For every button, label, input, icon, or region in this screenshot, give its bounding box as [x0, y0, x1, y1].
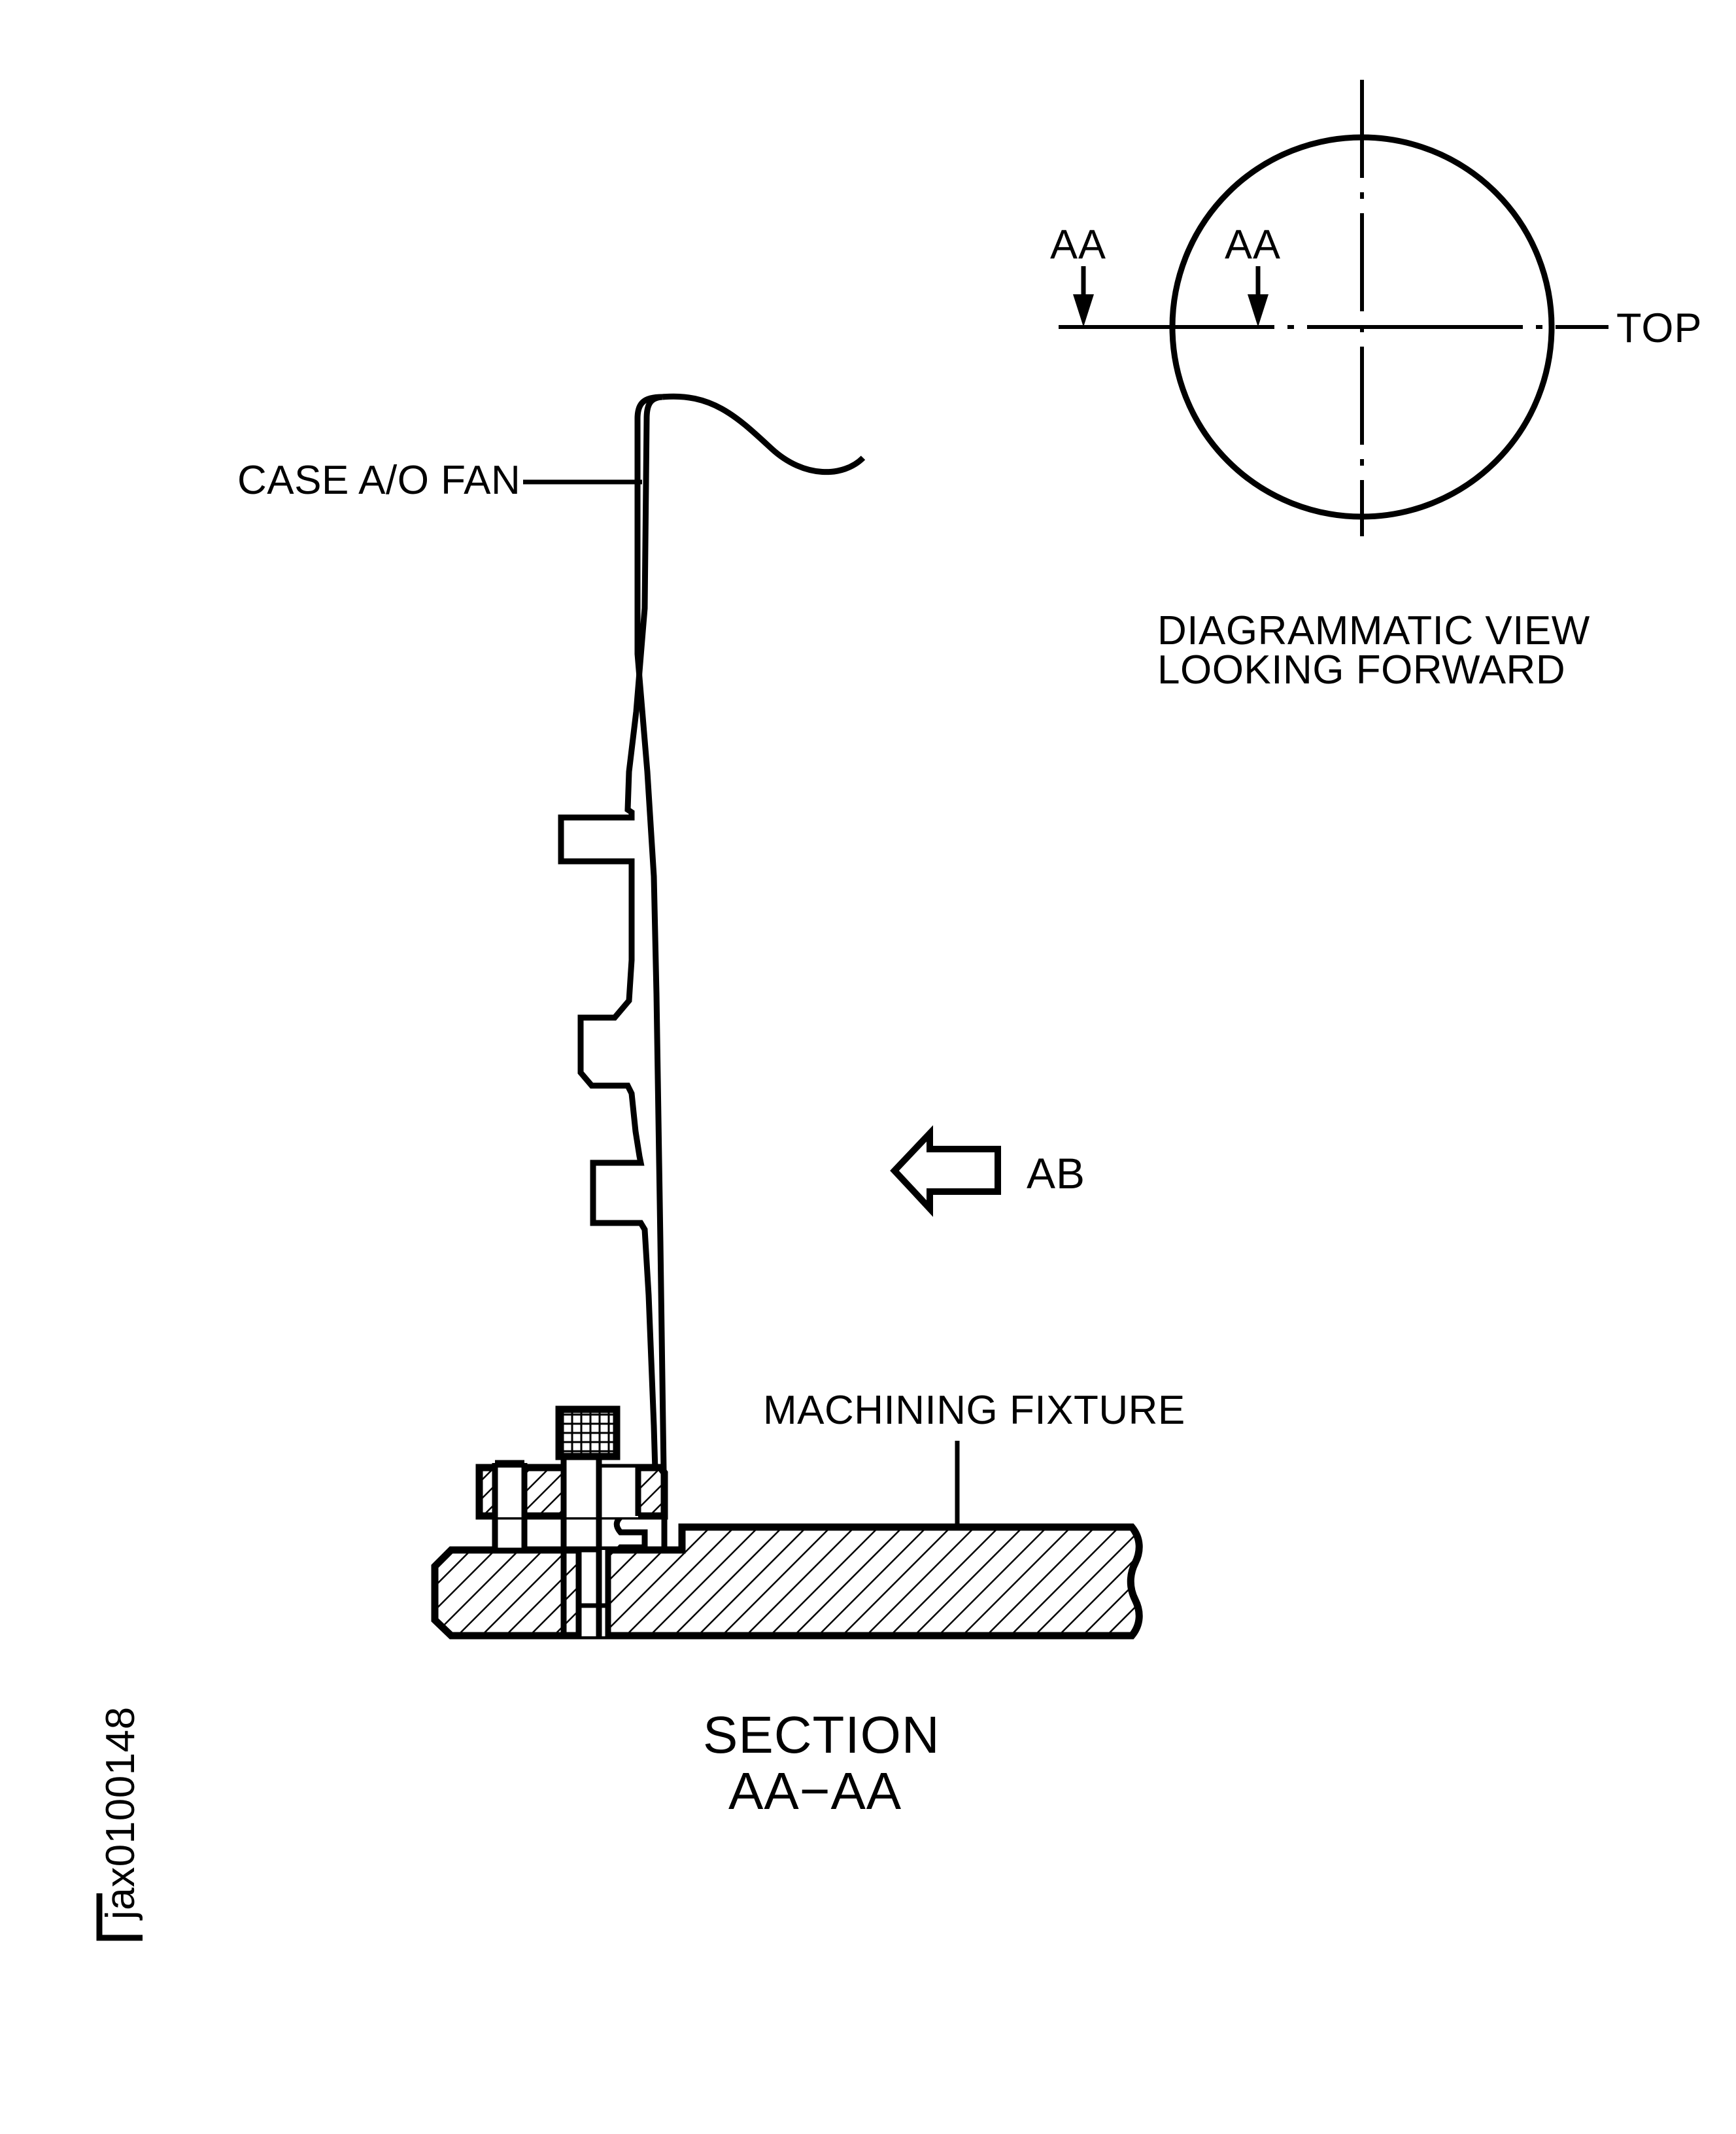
section-view-group: CASE A/O FAN AB MACHINING FIXTURE: [237, 393, 1185, 1820]
clamp-nut: [555, 1405, 621, 1460]
case-break-line: [662, 393, 866, 475]
figure-id-group: jax0100148: [96, 1706, 143, 1941]
diagrammatic-view-caption-line1: DIAGRAMMATIC VIEW: [1157, 608, 1590, 653]
figure-id-text: jax0100148: [98, 1706, 143, 1921]
section-mark-aa-outer-arrow: [1073, 266, 1094, 327]
section-title-line1: SECTION: [703, 1706, 940, 1764]
section-title-line2: AA−AA: [728, 1762, 902, 1820]
case-outline-circle: [1169, 134, 1555, 520]
case-inner-surface: [558, 394, 663, 1517]
view-direction-label: AB: [1027, 1149, 1085, 1197]
view-direction-arrow-ab: [890, 1125, 1001, 1217]
diagrammatic-view-group: TOP AA AA DIAGRAMMATIC VIEW LOOKING FORW…: [1050, 80, 1702, 693]
diagrammatic-view-caption-line2: LOOKING FORWARD: [1157, 647, 1565, 693]
fixture-label: MACHINING FIXTURE: [763, 1388, 1185, 1433]
case-label: CASE A/O FAN: [237, 458, 520, 503]
machining-fixture-base: [431, 1523, 1143, 1640]
section-mark-aa-inner-label: AA: [1225, 222, 1281, 267]
section-mark-aa-inner-arrow: [1248, 266, 1268, 327]
section-mark-aa-outer-label: AA: [1050, 222, 1106, 267]
top-label: TOP: [1616, 305, 1702, 351]
corner-registration-mark: [96, 1893, 143, 1941]
